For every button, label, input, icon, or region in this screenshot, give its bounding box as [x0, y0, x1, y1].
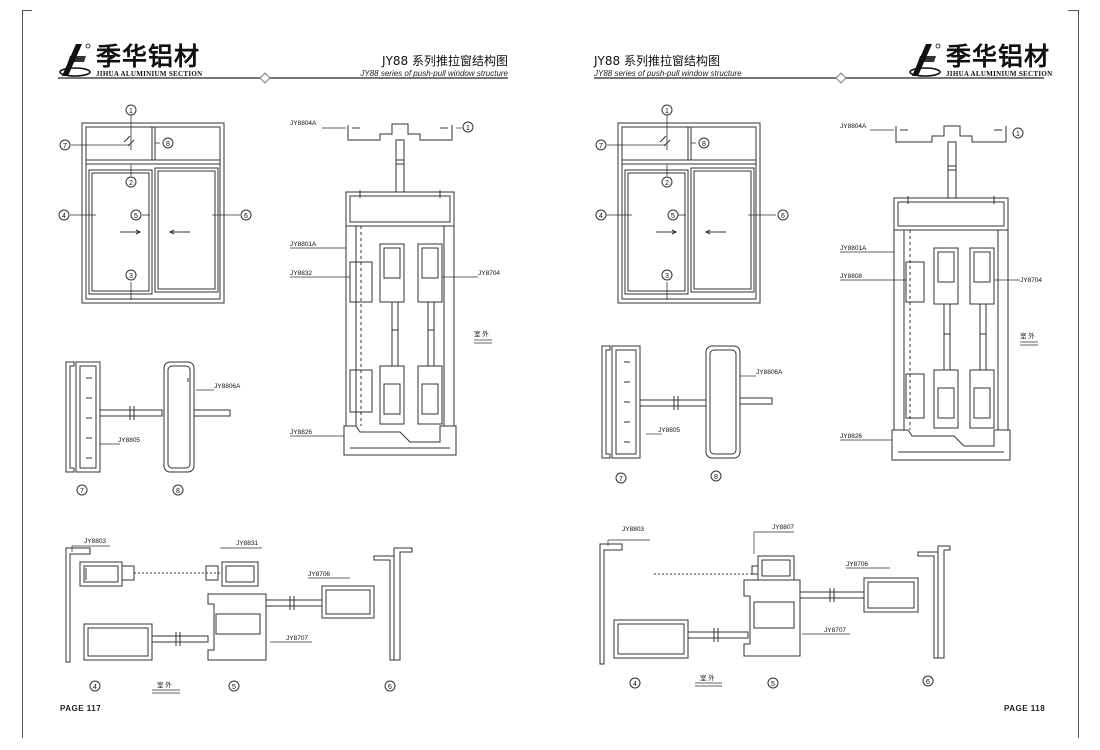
label-interlock: JY8706 [846, 561, 868, 568]
callout-2: 2 [665, 180, 669, 187]
callout-7: 7 [619, 476, 623, 483]
callout-8: 8 [166, 141, 170, 148]
brand-logo-icon [59, 43, 91, 77]
callout-6: 6 [781, 213, 785, 220]
brand-name-en: JIHUA ALUMINIUM SECTION [96, 70, 203, 78]
label-exterior: 室 外 [157, 680, 172, 689]
callout-8: 8 [702, 141, 706, 148]
left-brand: 季华铝材 JIHUA ALUMINIUM SECTION [58, 42, 202, 78]
label-interlock: JY8706 [308, 571, 330, 578]
right-title-cn: JY88 系列推拉窗结构图 [594, 54, 720, 68]
callout-5: 5 [671, 213, 675, 220]
label-sash-right: JY8704 [1020, 277, 1042, 284]
brand-name-cn: 季华铝材 [946, 42, 1051, 71]
callout-1: 1 [665, 108, 669, 115]
brand-name-en: JIHUA ALUMINIUM SECTION [946, 70, 1053, 78]
vertical-section [343, 123, 457, 456]
callout-7: 7 [63, 143, 67, 150]
callout-4: 4 [93, 684, 97, 691]
transom-detail [646, 345, 773, 459]
label-mullion: JY8805 [658, 427, 680, 434]
label-exterior: 室 外 [474, 329, 489, 338]
left-page-top-border [22, 10, 32, 11]
callout-7: 7 [599, 143, 603, 150]
callout-5: 5 [771, 681, 775, 688]
label-frame: JY8801A [290, 241, 317, 248]
horizontal-section [65, 547, 413, 663]
label-transom: JY8806A [214, 383, 241, 390]
label-exterior: 室 外 [1020, 331, 1035, 340]
label-meeting: JY8807 [772, 524, 794, 531]
label-bottom-frame: JY8826 [840, 433, 862, 440]
callout-8: 8 [714, 474, 718, 481]
right-page-top-border [1068, 10, 1078, 11]
label-sash-left: JY8832 [290, 270, 312, 277]
right-title-en: JY88 series of push-pull window structur… [594, 69, 742, 78]
callout-4: 4 [633, 681, 637, 688]
left-page-edge [22, 10, 23, 738]
callout-1: 1 [129, 108, 133, 115]
right-drawings: 1 2 3 4 5 6 7 8 1 7 8 4 5 6 JY8804A JY88… [595, 104, 1042, 689]
label-interlock2: JY8707 [286, 635, 308, 642]
right-header-rule [594, 72, 1044, 84]
callout-4: 4 [62, 213, 66, 220]
page-number-left: PAGE 117 [60, 704, 102, 713]
label-jamb: JY8803 [84, 538, 106, 545]
callout-3: 3 [665, 273, 669, 280]
label-bottom-frame: JY8826 [290, 429, 312, 436]
callout-8: 8 [176, 488, 180, 495]
transom-detail [100, 361, 231, 473]
right-page-edge [1078, 10, 1079, 738]
left-title-en: JY88 series of push-pull window structur… [360, 69, 508, 78]
label-frame: JY8801A [840, 245, 867, 252]
horizontal-section [599, 543, 951, 665]
callout-5: 5 [232, 684, 236, 691]
label-exterior: 室 外 [700, 673, 715, 682]
brand-name-cn: 季华铝材 [96, 42, 201, 71]
callout-7: 7 [80, 488, 84, 495]
label-jamb: JY8803 [622, 526, 644, 533]
callout-4: 4 [599, 213, 603, 220]
callout-1: 1 [466, 125, 470, 132]
label-sash-left: JY8808 [840, 273, 862, 280]
callout-6: 6 [388, 684, 392, 691]
callout-6: 6 [244, 213, 248, 220]
label-mullion: JY8805 [118, 437, 140, 444]
left-drawings: 1 2 3 4 5 6 7 8 1 7 8 4 5 6 JY8804A JY88… [58, 104, 500, 694]
left-header-rule [58, 72, 508, 84]
callout-1: 1 [1016, 131, 1020, 138]
label-sash-right: JY8704 [478, 270, 500, 277]
label-transom: JY8806A [756, 369, 783, 376]
label-top-frame: JY8804A [840, 123, 867, 130]
vertical-section [891, 125, 1011, 461]
brand-logo-icon [909, 43, 941, 77]
callout-2: 2 [129, 180, 133, 187]
label-top-frame: JY8804A [290, 120, 317, 127]
callout-6: 6 [926, 679, 930, 686]
window-elevation [81, 122, 225, 304]
left-title-cn: JY88 系列推拉窗结构图 [382, 54, 508, 68]
window-elevation [617, 122, 761, 304]
mullion-detail [65, 361, 163, 473]
label-meeting: JY8831 [236, 540, 258, 547]
label-interlock2: JY8707 [824, 627, 846, 634]
right-title: JY88 系列推拉窗结构图 JY88 series of push-pull w… [594, 52, 814, 78]
callout-3: 3 [129, 273, 133, 280]
callout-5: 5 [134, 213, 138, 220]
page-number-right: PAGE 118 [1004, 704, 1046, 713]
mullion-detail [601, 345, 707, 459]
left-title: JY88 系列推拉窗结构图 JY88 series of push-pull w… [300, 52, 508, 78]
right-brand: 季华铝材 JIHUA ALUMINIUM SECTION [908, 42, 1052, 78]
